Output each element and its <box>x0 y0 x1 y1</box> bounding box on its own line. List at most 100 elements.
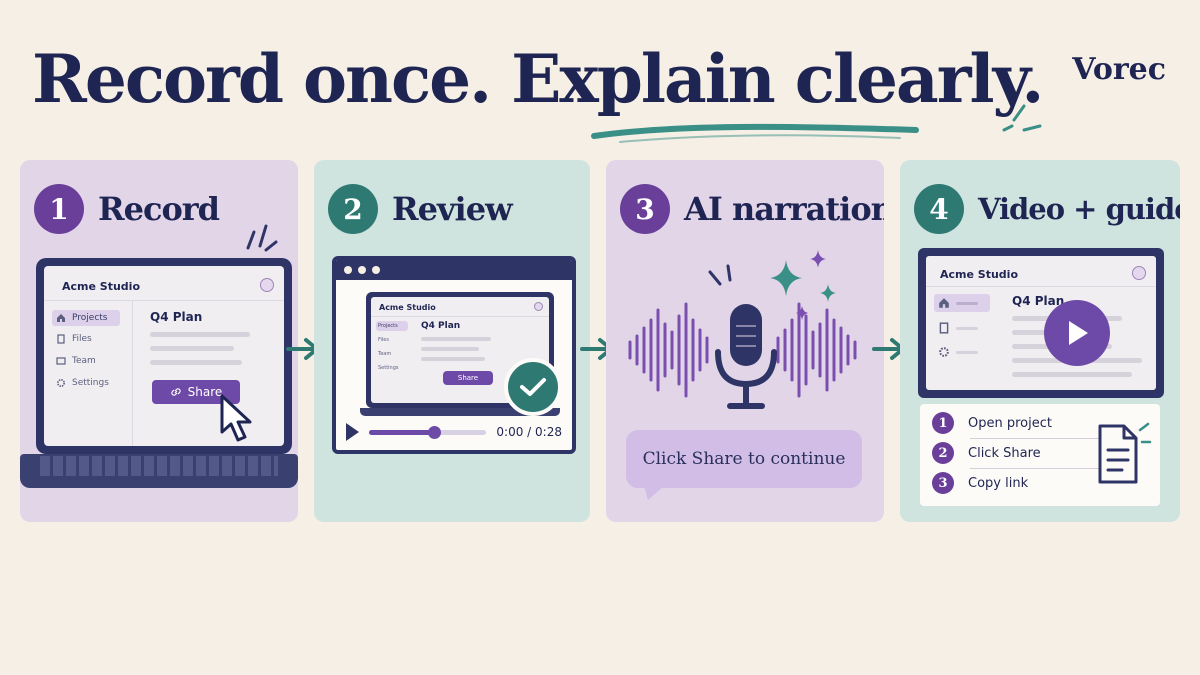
sidebar-item-team[interactable]: Team <box>56 356 96 366</box>
sidebar-item-active <box>934 294 990 312</box>
gear-icon <box>939 347 949 357</box>
cursor-icon <box>220 394 252 442</box>
avatar <box>1132 266 1146 280</box>
sidebar-item-settings: Settings <box>378 365 399 371</box>
progress-track[interactable] <box>369 425 487 439</box>
sparkles-icon <box>770 250 836 320</box>
step-number: 1 <box>34 184 84 234</box>
step-header: 2 Review <box>328 184 513 234</box>
signal-lines-icon <box>708 264 732 286</box>
video-screen: Acme Studio Q4 Plan <box>918 248 1164 398</box>
step-guide: 1 Open project 2 Click Share 3 Copy link <box>920 404 1160 506</box>
laptop-base <box>360 408 560 416</box>
app-title: Acme Studio <box>940 268 1018 281</box>
keyboard <box>40 456 278 476</box>
text-line <box>150 332 250 337</box>
step-title: Video + guide <box>978 192 1180 226</box>
divider <box>970 468 1100 469</box>
progress-knob[interactable] <box>427 425 441 439</box>
home-icon <box>939 298 949 308</box>
sidebar-item-files[interactable]: Files <box>56 334 92 344</box>
team-icon <box>56 357 66 365</box>
guide-step-number: 2 <box>932 442 954 464</box>
text-line <box>150 360 242 365</box>
app-title: Acme Studio <box>62 280 140 293</box>
play-button[interactable] <box>1044 300 1110 366</box>
browser-titlebar <box>336 260 572 280</box>
avatar[interactable] <box>260 278 274 292</box>
guide-step: 2 Click Share <box>932 442 1041 464</box>
share-button: Share <box>443 371 493 385</box>
text-line <box>421 357 485 361</box>
headline-underline <box>591 123 919 143</box>
sidebar-item-projects: Projects <box>376 321 408 331</box>
app-window: Acme Studio Projects Files Team Settings… <box>44 266 284 446</box>
share-button[interactable]: Share <box>152 380 240 404</box>
window-dot <box>344 266 352 274</box>
click-burst-icon <box>246 224 278 252</box>
time-readout: 0:00 / 0:28 <box>496 425 562 439</box>
brand-logo: Vorec <box>1072 52 1166 87</box>
app-window: Acme Studio Projects Files Team Settings… <box>371 297 549 403</box>
text-line <box>421 347 479 351</box>
guide-step: 1 Open project <box>932 412 1052 434</box>
text-line <box>1012 372 1132 377</box>
step-title: AI narration <box>684 190 884 228</box>
sidebar-item-label: Team <box>72 356 96 366</box>
step-panel-narration: 3 AI narration Click Share to continue <box>606 160 884 522</box>
guide-step-label: Click Share <box>968 445 1041 461</box>
guide-step-number: 1 <box>932 412 954 434</box>
doc-title: Q4 Plan <box>150 310 203 324</box>
step-panel-record: 1 Record Acme Studio Projects Files Team <box>20 160 298 522</box>
share-button-label: Share <box>187 385 223 399</box>
sidebar-item-label: Settings <box>72 378 109 388</box>
step-header: 3 AI narration <box>620 184 884 234</box>
play-icon[interactable] <box>346 423 359 441</box>
guide-step-label: Copy link <box>968 475 1029 491</box>
step-number: 2 <box>328 184 378 234</box>
waveform <box>628 302 857 398</box>
step-header: 4 Video + guide <box>914 184 1180 234</box>
sidebar-item-label: Projects <box>378 323 398 329</box>
share-button-label: Share <box>457 374 479 382</box>
divider <box>970 438 1100 439</box>
window-dot <box>372 266 380 274</box>
app-title: Acme Studio <box>379 303 436 312</box>
microphone-icon <box>715 304 777 409</box>
text-line <box>150 346 234 351</box>
guide-step-number: 3 <box>932 472 954 494</box>
headline: Record once. Explain clearly. <box>32 40 1044 118</box>
sidebar-item-label: Files <box>72 334 92 344</box>
guide-step-label: Open project <box>968 415 1052 431</box>
file-icon <box>939 322 949 334</box>
link-icon <box>171 388 181 396</box>
recording-preview: Acme Studio Projects Files Team Settings… <box>366 292 554 408</box>
sidebar-item-settings[interactable]: Settings <box>56 378 109 388</box>
sidebar-item-label: Files <box>378 337 389 343</box>
step-header: 1 Record <box>34 184 220 234</box>
step-panel-video-guide: 4 Video + guide Acme Studio Q4 Plan <box>900 160 1180 522</box>
file-icon <box>57 334 65 344</box>
step-number: 4 <box>914 184 964 234</box>
play-icon <box>1069 321 1088 345</box>
laptop-screen: Acme Studio Projects Files Team Settings… <box>36 258 292 454</box>
text-line <box>421 337 491 341</box>
sidebar-item-label: Team <box>378 351 392 357</box>
sidebar-item-files: Files <box>378 337 389 343</box>
sidebar-item-label: Projects <box>72 313 108 323</box>
avatar <box>534 302 543 311</box>
step-title: Record <box>98 190 220 228</box>
video-player-controls: 0:00 / 0:28 <box>336 414 572 450</box>
guide-step: 3 Copy link <box>932 472 1028 494</box>
speech-tail <box>644 486 664 500</box>
gear-icon <box>56 378 66 388</box>
window-dot <box>358 266 366 274</box>
progress-fill <box>369 429 434 435</box>
doc-title: Q4 Plan <box>421 321 461 331</box>
step-panel-review: 2 Review Acme Studio Projects Files Team… <box>314 160 590 522</box>
sidebar-item-projects[interactable]: Projects <box>52 310 120 326</box>
browser-window: Acme Studio Projects Files Team Settings… <box>332 256 576 454</box>
sidebar-item-team: Team <box>378 351 391 357</box>
sidebar-item-label: Settings <box>378 365 399 371</box>
app-window: Acme Studio Q4 Plan <box>926 256 1156 390</box>
